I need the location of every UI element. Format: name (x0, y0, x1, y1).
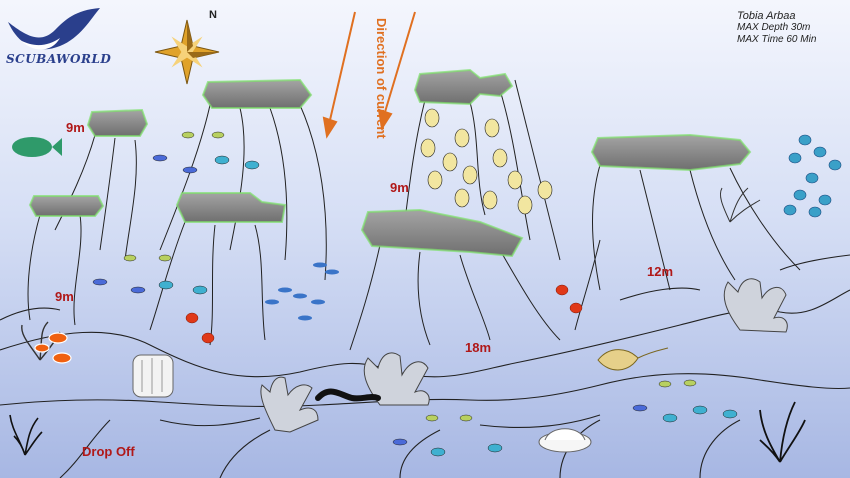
red-fish (185, 284, 583, 344)
napoleon-wrasse (12, 137, 62, 157)
current-direction-label: Direction of current (374, 18, 389, 139)
sponge-coral (132, 354, 174, 398)
pinnacle-7 (590, 133, 752, 172)
pinnacle-1 (86, 108, 149, 137)
depth-label: 18m (465, 340, 492, 355)
pinnacle-3 (28, 195, 105, 217)
moray-eel (315, 388, 381, 402)
contour-lines (27, 79, 801, 351)
max-time: MAX Time 60 Min (737, 34, 817, 45)
staghorn-coral-3 (723, 278, 788, 333)
staghorn-coral-1 (260, 376, 319, 433)
reef-fish-colorful (92, 131, 738, 457)
drop-off-label: Drop Off (82, 444, 135, 459)
reef-fish-blue (265, 262, 339, 321)
black-coral-left (9, 414, 43, 456)
white-coral-outline (719, 187, 761, 223)
compass-rose (154, 19, 220, 85)
site-info: Tobia Arbaa MAX Depth 30m MAX Time 60 Mi… (737, 10, 816, 46)
depth-label: 12m (647, 264, 674, 279)
pinnacle-2 (201, 78, 313, 109)
staghorn-coral-2 (363, 352, 430, 406)
black-coral-right (759, 401, 806, 463)
clownfish (34, 332, 72, 364)
scubaworld-logo (8, 8, 100, 50)
pinnacle-6 (360, 208, 524, 258)
depth-label: 9m (390, 180, 409, 195)
logo-text: SCUBAWORLD (6, 52, 112, 66)
stingray (597, 347, 669, 371)
max-depth: MAX Depth 30m (737, 22, 811, 33)
surgeonfish-school (783, 134, 842, 218)
current-arrows (322, 11, 416, 139)
site-name: Tobia Arbaa (737, 10, 796, 22)
depth-label: 9m (55, 289, 74, 304)
compass-north-label: N (209, 9, 217, 21)
mushroom-coral (538, 428, 592, 453)
bannerfish-school (420, 108, 553, 215)
pinnacle-4 (175, 192, 287, 223)
pinnacle-5 (413, 68, 514, 106)
depth-label: 9m (66, 120, 85, 135)
